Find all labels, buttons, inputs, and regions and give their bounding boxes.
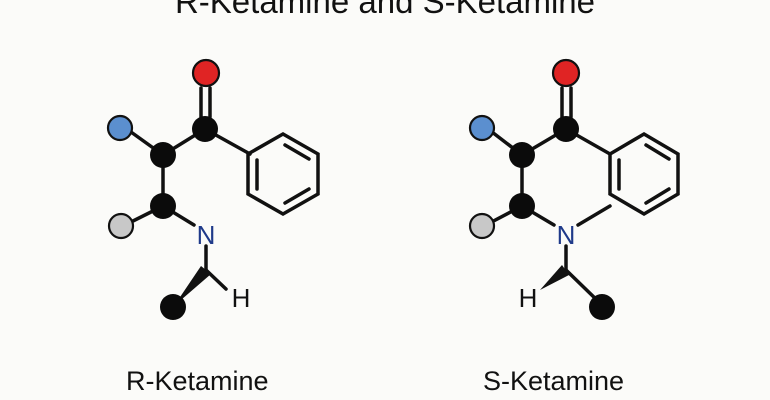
s-hydrogen-label: H xyxy=(519,283,538,313)
r-nitrogen-label: N xyxy=(197,220,216,250)
s-benzene-inner-1 xyxy=(644,143,671,161)
r-carbon-atom-1 xyxy=(150,142,176,168)
r-ketamine-structure: N H xyxy=(106,58,320,320)
r-grey-atom xyxy=(107,212,135,240)
s-carbon-atom-1 xyxy=(509,142,535,168)
r-carbonyl-carbon xyxy=(192,116,218,142)
diagram-title: R-Ketamine and S-Ketamine xyxy=(174,0,596,20)
s-benzene-inner-2 xyxy=(644,187,671,205)
r-blue-atom xyxy=(106,114,134,142)
s-wedge-bond xyxy=(540,265,569,290)
s-carbonyl-carbon xyxy=(553,116,579,142)
s-blue-atom xyxy=(468,114,496,142)
s-carbon-atom-2 xyxy=(509,193,535,219)
s-oxygen-atom xyxy=(551,58,581,88)
s-bond-n-ring xyxy=(576,204,612,227)
r-wedge-bond xyxy=(174,266,211,306)
r-carbon-atom-2 xyxy=(150,193,176,219)
r-benzene-ring xyxy=(246,131,320,217)
r-oxygen-atom xyxy=(191,58,221,88)
s-methyl-carbon xyxy=(589,294,615,320)
s-ketamine-structure: N H xyxy=(468,58,680,320)
r-ketamine-label: R-Ketamine xyxy=(126,366,269,396)
s-nitrogen-label: N xyxy=(557,220,576,250)
s-grey-atom xyxy=(468,212,496,240)
r-benzene-inner-1 xyxy=(283,143,311,161)
s-ketamine-label: S-Ketamine xyxy=(483,366,625,396)
r-hydrogen-label: H xyxy=(232,283,251,313)
r-methyl-carbon xyxy=(160,294,186,320)
s-benzene-ring xyxy=(608,131,680,217)
r-benzene-inner-2 xyxy=(283,187,311,205)
